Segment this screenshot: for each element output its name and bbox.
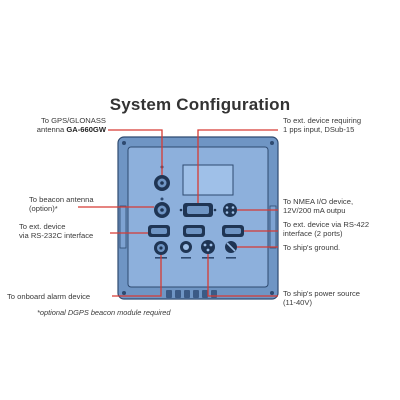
screw-bottom-right xyxy=(270,291,274,295)
display-window xyxy=(182,164,234,196)
alarm-connector-icon xyxy=(154,241,168,255)
beacon-connector-icon xyxy=(154,202,170,218)
footnote: *optional DGPS beacon module required xyxy=(37,308,171,317)
gps-model: GA-660GW xyxy=(66,125,106,134)
label-gps-line2: antenna GA-660GW xyxy=(36,125,106,134)
mounting-tab-right xyxy=(269,205,277,249)
label-gps-antenna: To GPS/GLONASS antenna GA-660GW xyxy=(37,116,106,134)
indicator-dot xyxy=(160,197,164,201)
label-rs232-device: To ext. device via RS-232C interface xyxy=(19,222,94,240)
power-connector-icon xyxy=(201,240,215,254)
dsub-connector-icon xyxy=(179,203,217,217)
rs422-connector-icon xyxy=(222,225,244,237)
label-power-source: To ship's power source (11-40V) xyxy=(283,289,361,307)
label-gps-line1: To GPS/GLONASS xyxy=(41,116,106,125)
fuse-holder-icon xyxy=(180,241,192,253)
connection-lines xyxy=(78,129,278,297)
label-ship-ground: To ship's ground. xyxy=(283,243,341,252)
label-pps-device: To ext. device requiring 1 pps input, DS… xyxy=(283,116,362,134)
ground-screw-icon xyxy=(225,241,237,253)
nmea-connector-icon xyxy=(223,203,237,217)
screw-top-left xyxy=(122,141,126,145)
label-beacon-antenna: To beacon antenna (option)* xyxy=(29,195,94,213)
label-nmea-device: To NMEA I/O device, 12V/200 mA outpu xyxy=(283,197,354,215)
label-alarm-device: To onboard alarm device xyxy=(7,292,91,301)
screw-top-right xyxy=(270,141,274,145)
screw-bottom-left xyxy=(122,291,126,295)
diagram-title: System Configuration xyxy=(109,95,291,114)
mounting-tab-left xyxy=(119,205,127,249)
rs232-connector-icon xyxy=(148,225,170,237)
dsub-connector-icon xyxy=(183,225,205,237)
gps-connector-icon xyxy=(154,175,170,191)
label-rs422-device: To ext. device via RS-422 interface (2 p… xyxy=(283,220,370,238)
